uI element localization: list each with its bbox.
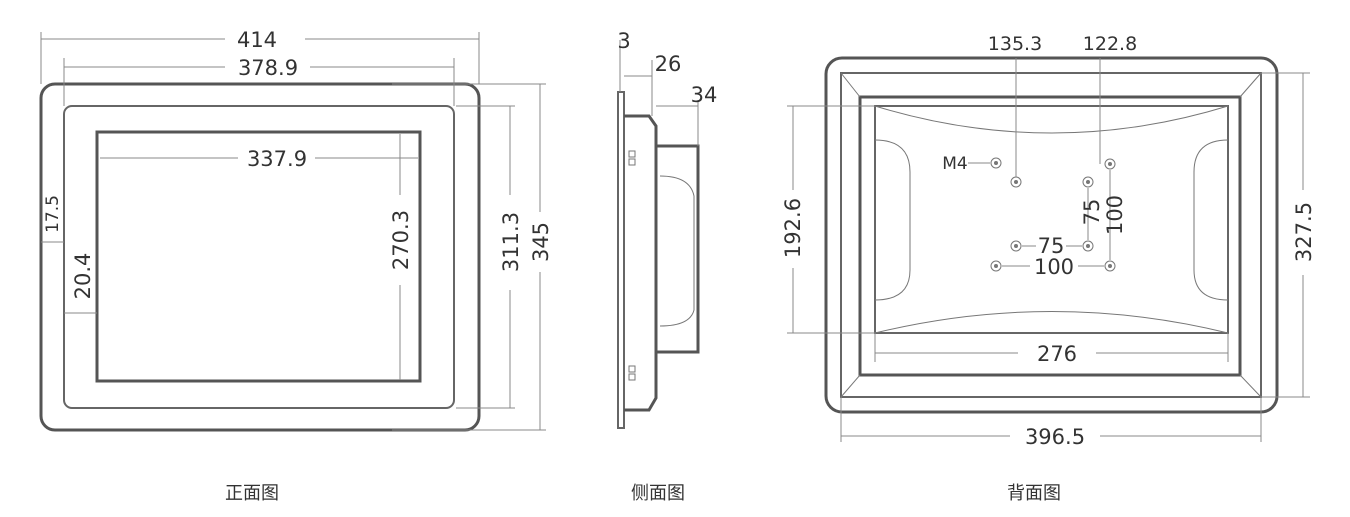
dim-front-width-outer: 414 [237,28,277,52]
screw-hole-b [1104,158,1116,170]
dim-side-depth-total: 34 [691,83,718,107]
front-outer-frame [39,82,481,432]
side-mount-block [654,144,700,354]
dim-back-offset-135: 135.3 [988,33,1042,55]
dim-back-offset-122: 122.8 [1083,33,1137,55]
screw-hole-e [1082,240,1094,252]
dim-back-vesa-100-h: 100 [1034,255,1074,279]
front-screen [95,130,422,383]
screw-hole-c [1082,176,1094,188]
dim-front-margin-side: 20.4 [71,253,95,300]
side-port-1 [628,150,636,158]
back-outer-frame [824,56,1279,414]
dim-back-width-panel: 276 [1037,342,1077,366]
dim-back-vesa-100-v: 100 [1103,195,1127,235]
side-port-4 [628,373,636,381]
dim-side-thickness-bezel: 3 [617,29,630,53]
dim-front-margin-top: 17.5 [43,195,63,233]
screw-hole-g [1104,260,1116,272]
back-housing [858,95,1242,377]
dim-front-height-screen: 270.3 [389,210,413,270]
back-panel [874,105,1229,334]
caption-side-view: 侧面图 [631,483,685,504]
dim-back-vesa-75-v: 75 [1080,199,1104,226]
caption-front-view: 正面图 [225,483,279,504]
dim-front-width-bezel: 378.9 [238,56,298,80]
dim-back-width-outer: 396.5 [1025,425,1085,449]
dim-back-height-panel: 192.6 [781,198,805,258]
dim-side-depth-body: 26 [655,52,682,76]
front-view: 414 378.9 337.9 270.3 311.3 345 17.5 20. [39,28,553,504]
side-view: 3 26 34 侧面图 [617,29,717,504]
dim-front-width-screen: 337.9 [247,147,307,171]
dim-front-height-outer: 345 [529,222,553,262]
dim-front-height-bezel: 311.3 [499,212,523,272]
label-m4-screw: M4 [942,154,967,174]
front-bezel [63,105,455,409]
dim-back-height-outer: 327.5 [1292,202,1316,262]
back-view: 135.3 122.8 M4 75 100 75 100 192.6 327.5 [781,33,1316,504]
screw-hole-d [1010,240,1022,252]
side-port-2 [628,158,636,166]
side-port-3 [628,365,636,373]
dim-back-vesa-75-h: 75 [1038,234,1065,258]
back-inner-frame [840,72,1262,398]
screw-hole-a [1010,176,1022,188]
side-bezel-plate [617,91,625,429]
screw-hole-f [990,260,1002,272]
side-mount-curve [659,175,695,327]
screw-hole-m4 [990,157,1002,169]
caption-back-view: 背面图 [1007,483,1061,504]
